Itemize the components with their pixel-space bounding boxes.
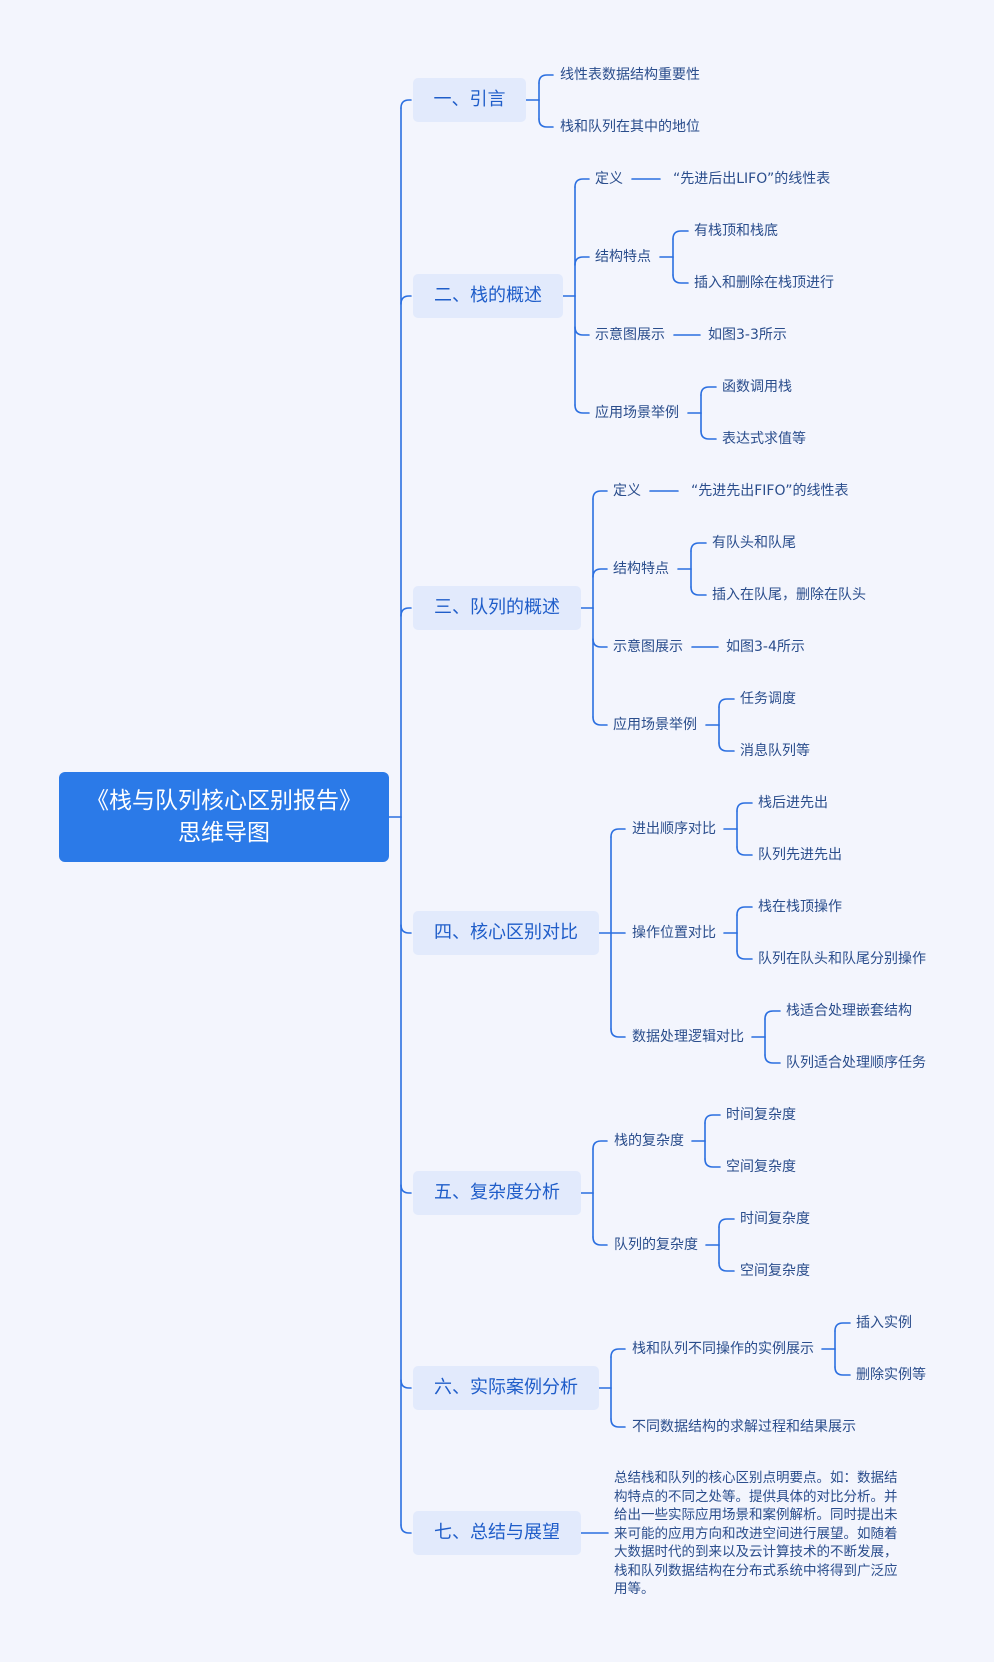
connector (574, 404, 590, 414)
node-expression-evaluation[interactable]: 表达式求值等 (722, 431, 806, 447)
connector (592, 1140, 608, 1150)
connector (592, 490, 608, 500)
connector (538, 74, 554, 84)
connector (764, 1010, 781, 1020)
connector (704, 1158, 721, 1168)
node-queue-fifo[interactable]: 队列先进先出 (758, 847, 842, 863)
node-stack-top-ops[interactable]: 栈在栈顶操作 (758, 899, 842, 915)
node-stack-definition-detail[interactable]: “先进后出LIFO”的线性表 (673, 171, 831, 187)
connector (574, 256, 590, 266)
node-queue-structure[interactable]: 结构特点 (613, 561, 669, 577)
connector (610, 1418, 626, 1428)
section-queue-overview[interactable]: 三、队列的概述 (413, 586, 581, 630)
node-linear-list-importance[interactable]: 线性表数据结构重要性 (560, 67, 700, 83)
node-delete-example[interactable]: 删除实例等 (856, 1367, 926, 1383)
connector (592, 568, 608, 578)
connector (718, 1262, 735, 1272)
node-queue-diagram[interactable]: 示意图展示 (613, 639, 683, 655)
node-position-comparison[interactable]: 操作位置对比 (632, 925, 716, 941)
node-queue-complexity[interactable]: 队列的复杂度 (614, 1237, 698, 1253)
section-summary[interactable]: 七、总结与展望 (413, 1511, 581, 1555)
node-stack-complexity[interactable]: 栈的复杂度 (614, 1133, 684, 1149)
node-queue-definition-detail[interactable]: “先进先出FIFO”的线性表 (691, 483, 849, 499)
connector (834, 1322, 851, 1332)
connector (718, 698, 735, 708)
node-stack-time-complexity[interactable]: 时间复杂度 (726, 1107, 796, 1123)
connector (400, 1524, 412, 1534)
node-task-scheduling[interactable]: 任务调度 (740, 691, 796, 707)
node-stack-definition[interactable]: 定义 (595, 171, 623, 187)
node-function-call-stack[interactable]: 函数调用栈 (722, 379, 792, 395)
connector (400, 99, 412, 109)
section-case-analysis[interactable]: 六、实际案例分析 (413, 1366, 599, 1410)
connector (400, 295, 412, 305)
node-stack-diagram[interactable]: 示意图展示 (595, 327, 665, 343)
connector (400, 607, 412, 617)
connector (400, 1184, 412, 1194)
node-queue-definition[interactable]: 定义 (613, 483, 641, 499)
connector (592, 638, 608, 648)
connector (700, 386, 717, 396)
node-stack-queue-position[interactable]: 栈和队列在其中的地位 (560, 119, 700, 135)
connector (736, 846, 753, 856)
section-core-differences[interactable]: 四、核心区别对比 (413, 911, 599, 955)
node-queue-head-tail-ops[interactable]: 队列在队头和队尾分别操作 (758, 951, 926, 967)
node-queue-head-tail[interactable]: 有队头和队尾 (712, 535, 796, 551)
node-stack-applications[interactable]: 应用场景举例 (595, 405, 679, 421)
node-queue-time-complexity[interactable]: 时间复杂度 (740, 1211, 810, 1227)
node-stack-structure[interactable]: 结构特点 (595, 249, 651, 265)
node-operation-examples[interactable]: 栈和队列不同操作的实例展示 (632, 1341, 814, 1357)
node-insert-example[interactable]: 插入实例 (856, 1315, 912, 1331)
connector (592, 1236, 608, 1246)
connector (700, 430, 717, 440)
connector (610, 1028, 626, 1038)
connector (538, 118, 554, 128)
connector (718, 742, 735, 752)
node-stack-lifo[interactable]: 栈后进先出 (758, 795, 828, 811)
connector (574, 326, 590, 336)
section-stack-overview[interactable]: 二、栈的概述 (413, 274, 563, 318)
node-queue-sequential[interactable]: 队列适合处理顺序任务 (786, 1055, 926, 1071)
connector (610, 1348, 626, 1358)
node-order-comparison[interactable]: 进出顺序对比 (632, 821, 716, 837)
connector (610, 828, 626, 838)
connector (736, 950, 753, 960)
node-logic-comparison[interactable]: 数据处理逻辑对比 (632, 1029, 744, 1045)
connector (690, 542, 707, 552)
connector (574, 178, 590, 188)
node-stack-diagram-detail[interactable]: 如图3-3所示 (708, 327, 787, 343)
connector (672, 230, 689, 240)
mindmap-root-title[interactable]: 《栈与队列核心区别报告》思维导图 (59, 772, 389, 862)
connector (718, 1218, 735, 1228)
connector (736, 906, 753, 916)
section-complexity[interactable]: 五、复杂度分析 (413, 1171, 581, 1215)
connector (834, 1366, 851, 1376)
connector (690, 586, 707, 596)
node-message-queue[interactable]: 消息队列等 (740, 743, 810, 759)
connector (592, 716, 608, 726)
node-queue-applications[interactable]: 应用场景举例 (613, 717, 697, 733)
connector (400, 1379, 412, 1389)
node-stack-insert-delete-top[interactable]: 插入和删除在栈顶进行 (694, 275, 834, 291)
connector (704, 1114, 721, 1124)
node-stack-nested[interactable]: 栈适合处理嵌套结构 (786, 1003, 912, 1019)
connector (736, 802, 753, 812)
summary-paragraph[interactable]: 总结栈和队列的核心区别点明要点。如：数据结构特点的不同之处等。提供具体的对比分析… (614, 1470, 898, 1597)
node-queue-space-complexity[interactable]: 空间复杂度 (740, 1263, 810, 1279)
node-queue-insert-delete[interactable]: 插入在队尾，删除在队头 (712, 587, 866, 603)
node-stack-top-bottom[interactable]: 有栈顶和栈底 (694, 223, 778, 239)
connector (400, 924, 412, 934)
connector (672, 274, 689, 284)
connector (764, 1054, 781, 1064)
node-solution-process[interactable]: 不同数据结构的求解过程和结果展示 (632, 1419, 856, 1435)
section-intro[interactable]: 一、引言 (413, 78, 526, 122)
node-stack-space-complexity[interactable]: 空间复杂度 (726, 1159, 796, 1175)
node-queue-diagram-detail[interactable]: 如图3-4所示 (726, 639, 805, 655)
